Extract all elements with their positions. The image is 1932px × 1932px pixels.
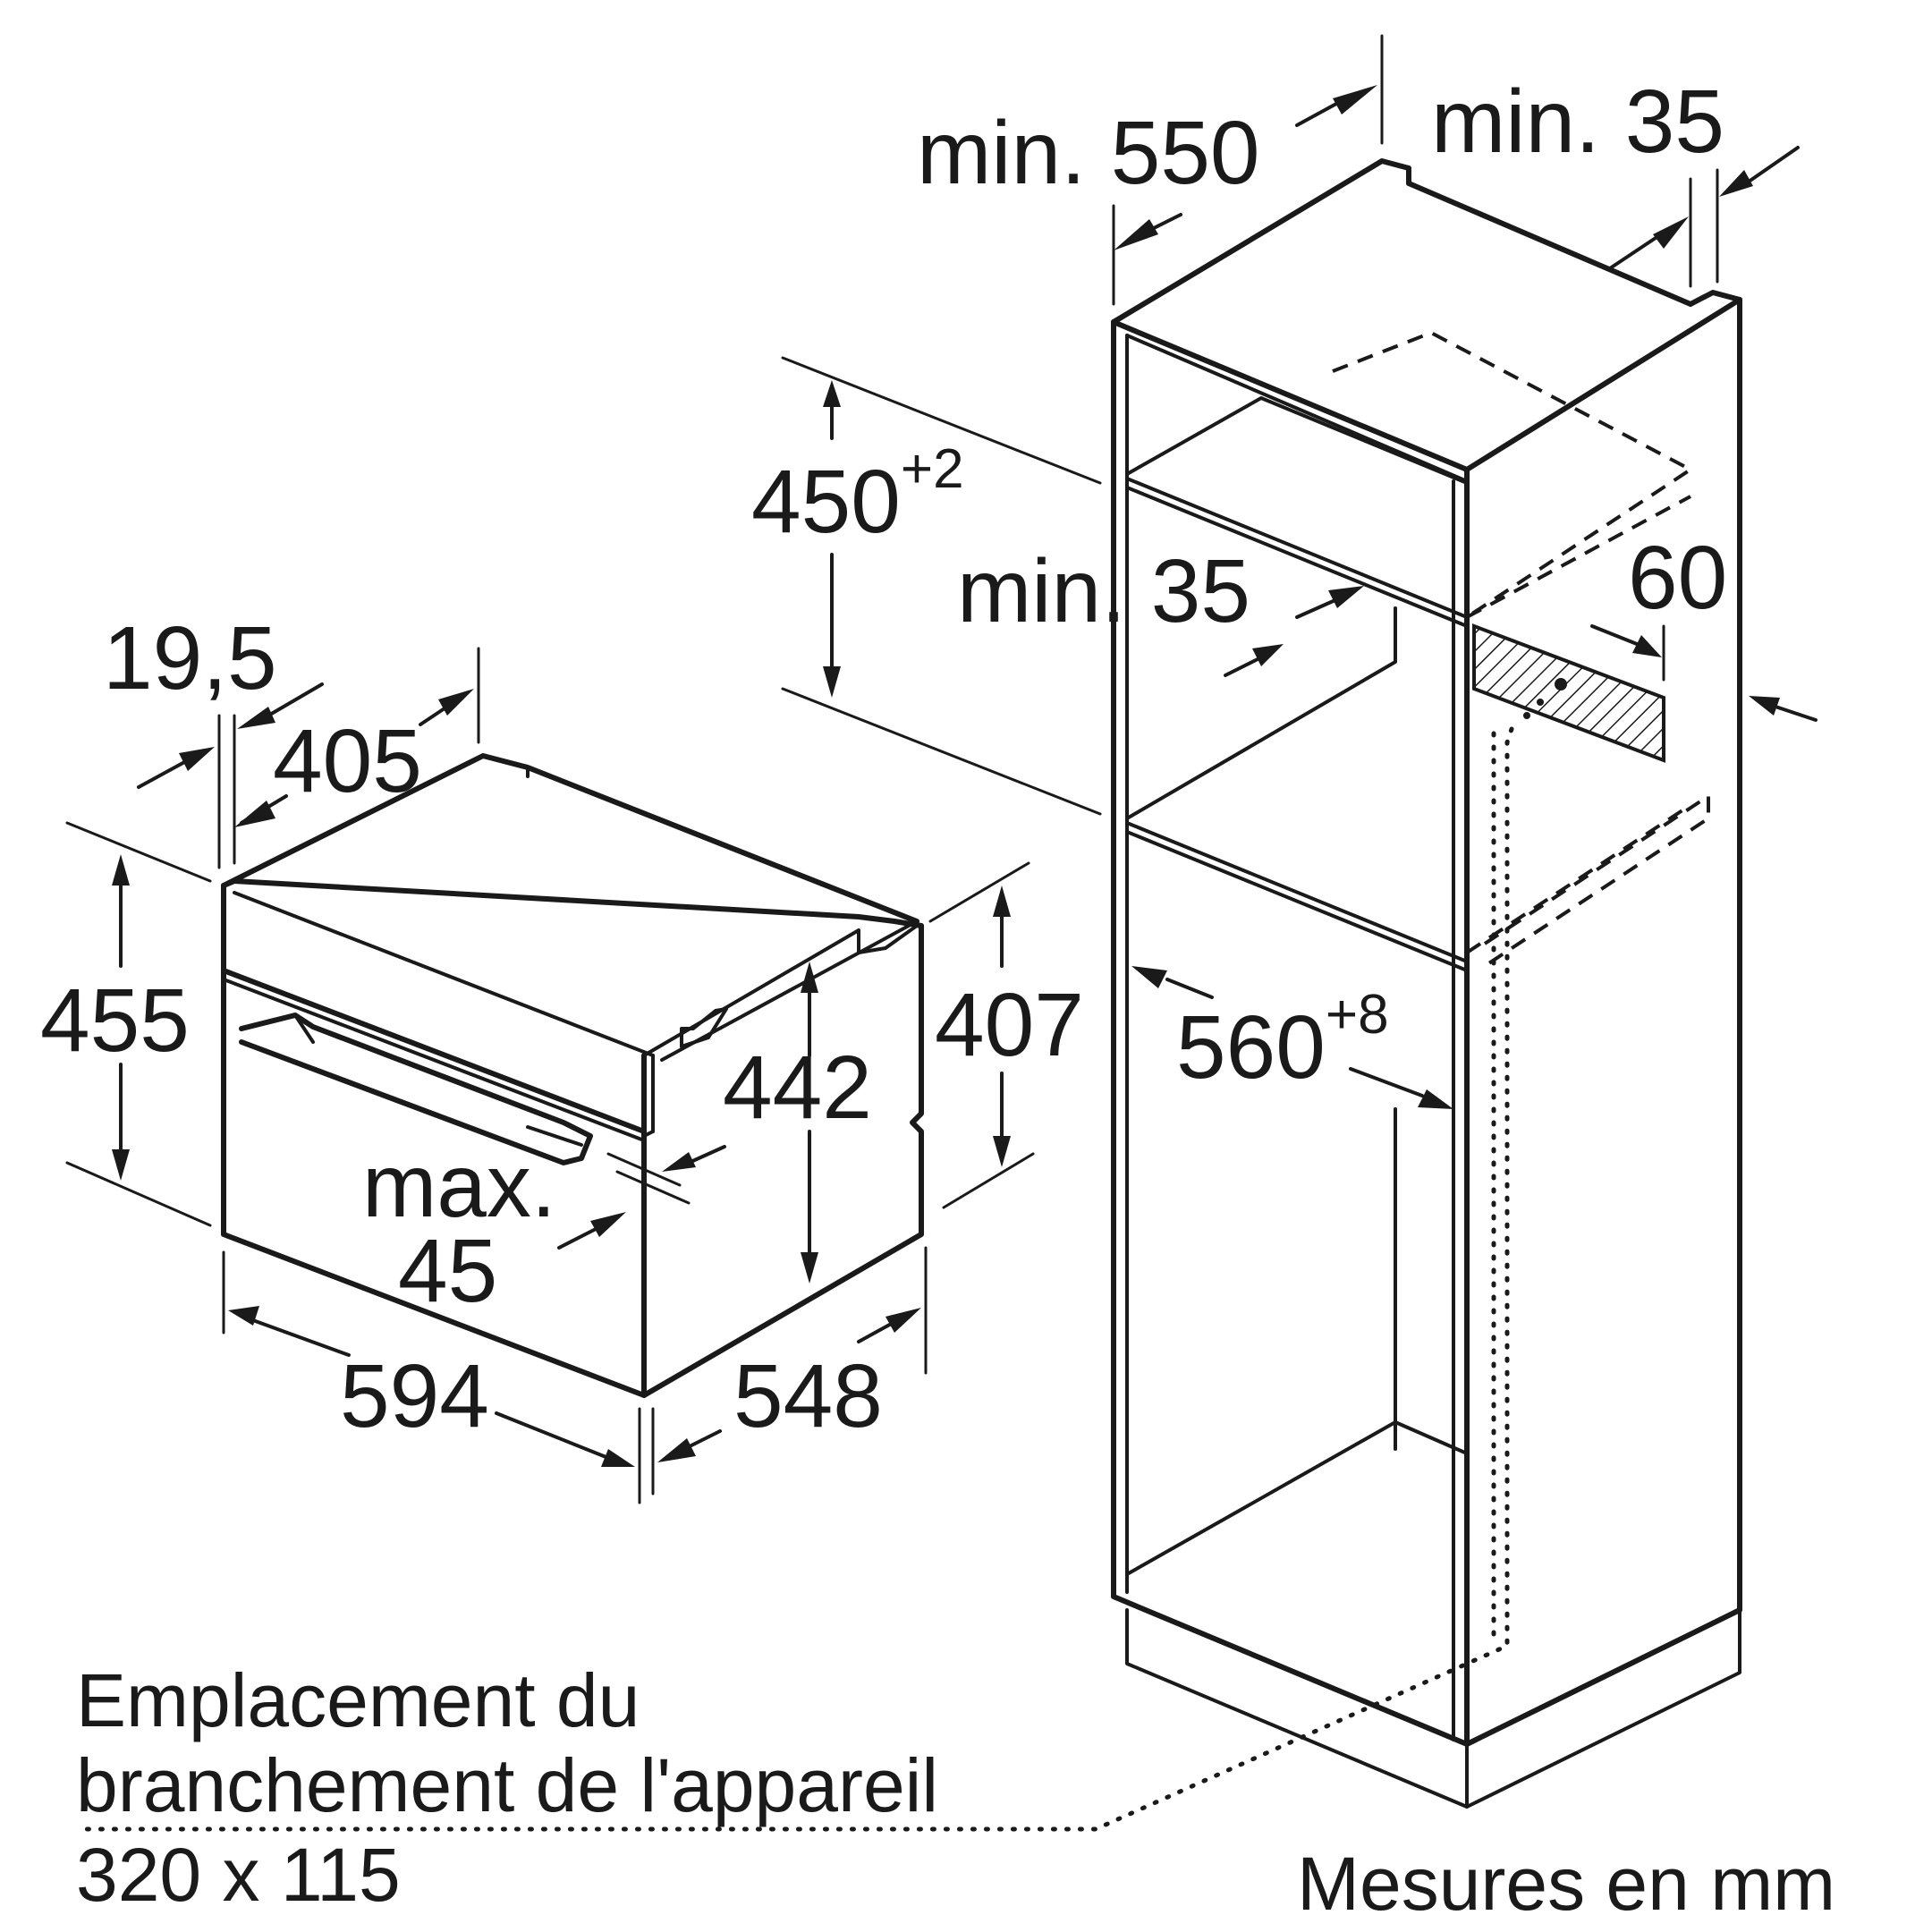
label-niche-width: 560+8 bbox=[1176, 984, 1389, 1097]
label-niche-width-tolerance: +8 bbox=[1326, 984, 1389, 1046]
label-appliance-width: 594 bbox=[340, 1346, 489, 1446]
cabinet-drawing bbox=[82, 158, 1742, 1832]
label-niche-depth: min. 550 bbox=[917, 103, 1260, 203]
appliance-drawing bbox=[221, 753, 924, 1398]
label-vent-gap: min. 35 bbox=[957, 541, 1250, 641]
cabinet-dimension-lines bbox=[781, 34, 1818, 1109]
connection-note-line3: 320 x 115 bbox=[76, 1833, 401, 1917]
label-appliance-depth-body: 405 bbox=[273, 711, 422, 811]
label-niche-height-value: 450 bbox=[751, 452, 901, 552]
label-panel-thickness: 19,5 bbox=[103, 608, 277, 708]
connection-note-line1: Emplacement du bbox=[76, 1658, 640, 1742]
units-note: Mesures en mm bbox=[1297, 1842, 1835, 1926]
label-top-gap: min. 35 bbox=[1431, 72, 1724, 172]
label-niche-height: 450+2 bbox=[751, 438, 964, 552]
label-appliance-depth: 548 bbox=[733, 1346, 883, 1446]
label-appliance-height: 455 bbox=[40, 970, 190, 1071]
label-niche-height-tolerance: +2 bbox=[901, 438, 964, 500]
label-vent-depth: 60 bbox=[1628, 528, 1727, 628]
label-body-height: 407 bbox=[935, 975, 1084, 1075]
appliance-dimension-lines bbox=[65, 647, 1035, 1504]
label-handle-value: 45 bbox=[398, 1221, 497, 1321]
label-niche-width-value: 560 bbox=[1176, 997, 1326, 1097]
connection-note-line2: branchement de l'appareil bbox=[76, 1743, 938, 1827]
label-handle-max: max. bbox=[362, 1136, 556, 1236]
label-door-height: 442 bbox=[723, 1038, 872, 1138]
